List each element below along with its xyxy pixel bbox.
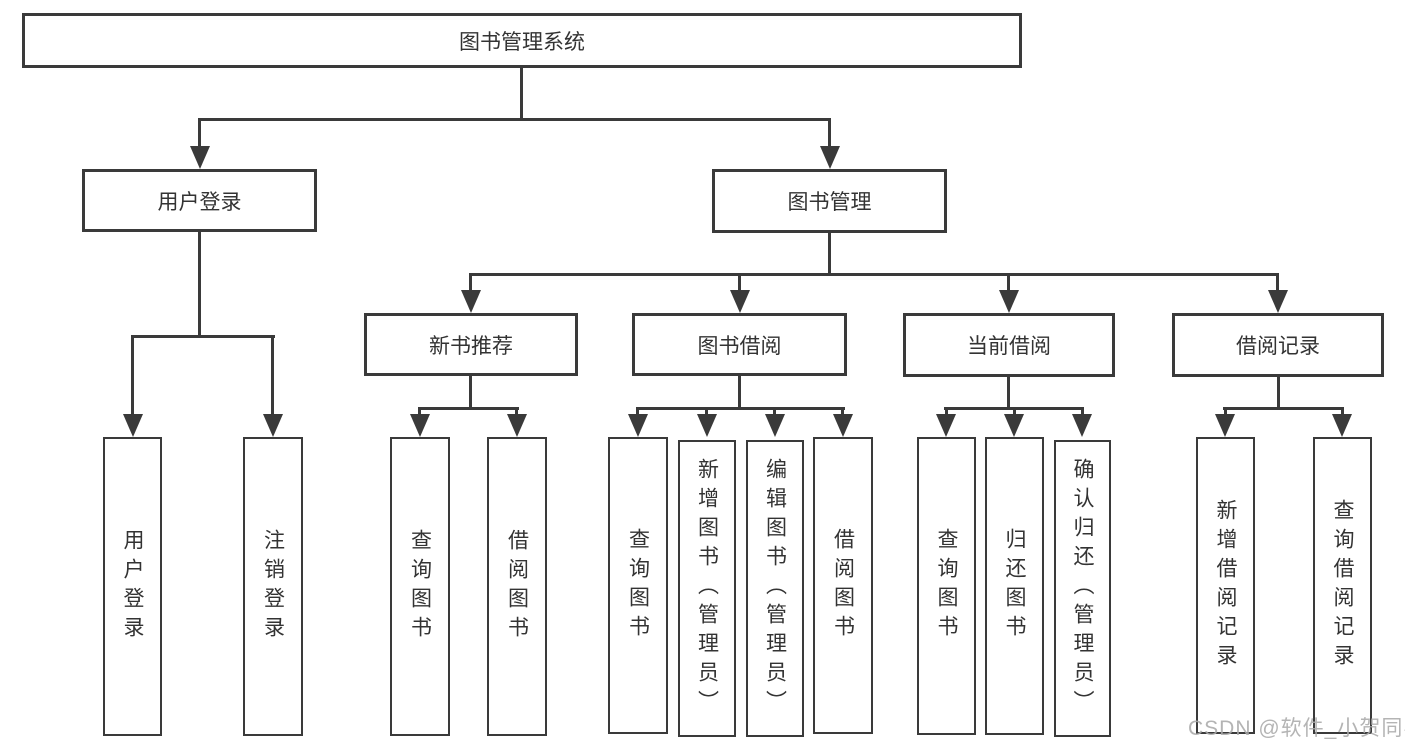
node-label: 借阅图书 [831, 527, 855, 644]
arrowhead-icon [1215, 414, 1235, 437]
connector-line [738, 273, 741, 292]
node-label: 当前借阅 [967, 335, 1051, 358]
connector-line [515, 407, 518, 416]
node-label: 图书管理 [787, 191, 872, 214]
connector-line [945, 407, 948, 416]
arrowhead-icon [1004, 414, 1024, 437]
node-label: 借阅图书 [505, 528, 529, 645]
node-label: 用户登录 [121, 528, 144, 645]
leaf-confirm-return-admin: 确认归还（管理员） [1054, 440, 1111, 737]
arrowhead-icon [999, 290, 1019, 313]
arrowhead-icon [628, 414, 648, 437]
connector-line [469, 376, 472, 407]
arrowhead-icon [1072, 414, 1092, 437]
leaf-query-books-current: 查询图书 [917, 437, 976, 735]
connector-line [705, 407, 708, 416]
arrowhead-icon [730, 290, 750, 313]
node-label: 新书推荐 [429, 334, 513, 358]
connector-line [1007, 273, 1010, 292]
node-label: 确认归还（管理员） [1071, 458, 1094, 719]
node-label: 用户登录 [157, 190, 242, 214]
leaf-edit-books-admin: 编辑图书（管理员） [746, 440, 804, 737]
arrowhead-icon [123, 414, 143, 437]
connector-line [1277, 377, 1280, 407]
node-label: 归还图书 [1003, 528, 1026, 644]
connector-line [131, 335, 275, 338]
node-user-login: 用户登录 [82, 169, 317, 232]
connector-line [418, 407, 421, 416]
arrowhead-icon [410, 414, 430, 437]
connector-line [828, 233, 831, 273]
leaf-borrow-books-recommend: 借阅图书 [487, 437, 547, 736]
arrowhead-icon [190, 146, 210, 169]
arrowhead-icon [765, 414, 785, 437]
node-book-borrowing: 图书借阅 [632, 313, 847, 376]
connector-line [198, 118, 201, 148]
leaf-query-books-borrowing: 查询图书 [608, 437, 668, 734]
arrowhead-icon [461, 290, 481, 313]
connector-line [469, 273, 1279, 276]
leaf-add-books-admin: 新增图书（管理员） [678, 440, 736, 737]
node-label: 借阅记录 [1236, 335, 1320, 358]
connector-line [198, 231, 201, 335]
connector-line [1341, 407, 1344, 416]
node-label: 查询图书 [626, 527, 650, 644]
arrowhead-icon [507, 414, 527, 437]
node-label: 编辑图书（管理员） [763, 458, 787, 719]
arrowhead-icon [833, 414, 853, 437]
connector-line [1224, 407, 1227, 416]
arrowhead-icon [1268, 290, 1288, 313]
arrowhead-icon [263, 414, 283, 437]
leaf-return-books: 归还图书 [985, 437, 1044, 735]
node-label: 新增借阅记录 [1214, 498, 1237, 673]
node-label: 图书管理系统 [459, 30, 585, 54]
node-current-borrowing: 当前借阅 [903, 313, 1115, 377]
connector-line [1007, 377, 1010, 407]
connector-line [841, 407, 844, 416]
leaf-borrow-books-borrowing: 借阅图书 [813, 437, 873, 734]
arrowhead-icon [820, 146, 840, 169]
node-label: 图书借阅 [697, 334, 782, 358]
node-label: 查询借阅记录 [1331, 498, 1354, 673]
connector-line [1081, 407, 1084, 416]
watermark-text: CSDN @软件_小贺同学 [1188, 717, 1405, 740]
leaf-query-books-recommend: 查询图书 [390, 437, 450, 736]
leaf-add-borrow-record: 新增借阅记录 [1196, 437, 1255, 734]
connector-line [1013, 407, 1016, 416]
arrowhead-icon [697, 414, 717, 437]
leaf-logout: 注销登录 [243, 437, 303, 736]
connector-line [131, 335, 134, 416]
connector-line [773, 407, 776, 416]
connector-line [738, 376, 741, 407]
connector-line [520, 68, 523, 118]
connector-line [271, 335, 274, 416]
connector-line [636, 407, 845, 410]
node-borrowing-records: 借阅记录 [1172, 313, 1384, 377]
connector-line [828, 118, 831, 148]
connector-line [198, 118, 831, 121]
connector-line [1223, 407, 1344, 410]
node-new-book-recommendation: 新书推荐 [364, 313, 578, 376]
arrowhead-icon [1332, 414, 1352, 437]
leaf-query-borrow-record: 查询借阅记录 [1313, 437, 1372, 734]
leaf-user-login: 用户登录 [103, 437, 162, 736]
node-label: 查询图书 [408, 528, 432, 645]
connector-line [636, 407, 639, 416]
connector-line [469, 273, 472, 292]
node-library-management-system: 图书管理系统 [22, 13, 1022, 68]
node-label: 查询图书 [935, 528, 958, 644]
node-label: 注销登录 [261, 528, 285, 645]
node-book-management: 图书管理 [712, 169, 947, 233]
node-label: 新增图书（管理员） [695, 458, 719, 719]
arrowhead-icon [936, 414, 956, 437]
connector-line [1276, 273, 1279, 292]
connector-line [418, 407, 519, 410]
